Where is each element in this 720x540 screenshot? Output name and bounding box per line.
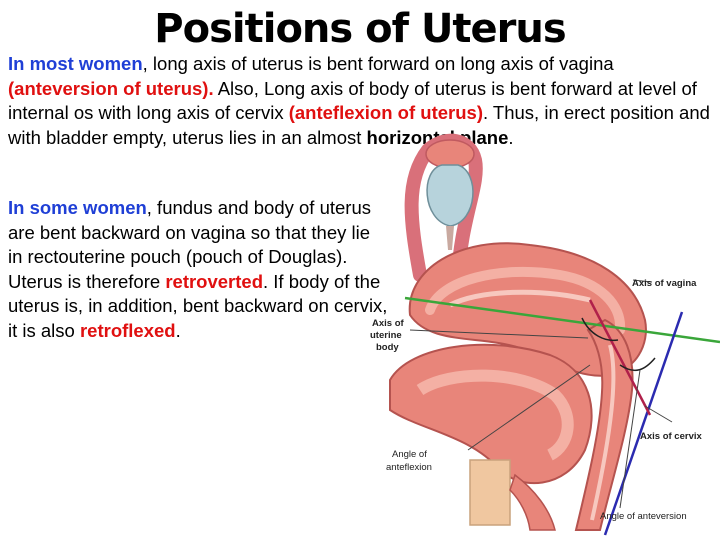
text: Also, Long axis of body of uterus is ben… bbox=[8, 77, 697, 124]
label-axis-of-vagina: Axis of vagina bbox=[632, 278, 697, 289]
term-anteversion: (anteversion of uterus). bbox=[8, 77, 214, 99]
lead-most-women: In most women bbox=[8, 53, 143, 74]
leader-line bbox=[619, 369, 641, 509]
term-retroverted: retroverted bbox=[165, 270, 264, 292]
uterus-position-illustration: Axis of vagina Axis of uterine body Axis… bbox=[370, 133, 720, 536]
cervix-axis-line bbox=[588, 299, 652, 416]
text: . bbox=[175, 319, 181, 341]
lead-some-women: In some women bbox=[8, 197, 147, 218]
ovary bbox=[426, 164, 474, 250]
anteversion-angle-arc bbox=[619, 357, 656, 372]
term-retroflexed: retroflexed bbox=[79, 319, 176, 341]
leader-line bbox=[409, 329, 589, 339]
label-axis-uterine-body-1: Axis of bbox=[372, 318, 405, 329]
slide-title: Positions of Uterus bbox=[154, 6, 566, 52]
anteflexion-angle-arc bbox=[581, 317, 619, 342]
text: , fundus and body of uterus are bent bac… bbox=[8, 197, 371, 292]
text: . Thus, in erect position and with bladd… bbox=[8, 102, 710, 148]
label-angle-of-anteflexion-1: Angle of bbox=[392, 449, 427, 460]
label-angle-of-anteflexion-2: anteflexion bbox=[386, 462, 432, 473]
label-angle-of-anteversion: Angle of anteversion bbox=[600, 511, 687, 522]
vagina-axis-line bbox=[603, 311, 684, 536]
label-axis-uterine-body-3: body bbox=[376, 342, 399, 353]
text: . bbox=[508, 126, 514, 148]
paragraph-some-women: In some women, fundus and body of uterus… bbox=[8, 196, 388, 343]
label-axis-uterine-body-2: uterine bbox=[370, 330, 402, 341]
leader-line bbox=[644, 405, 673, 423]
leader-line bbox=[467, 364, 591, 451]
label-axis-of-cervix: Axis of cervix bbox=[640, 431, 702, 442]
uterus-body bbox=[408, 242, 647, 377]
text: , long axis of uterus is bent forward on… bbox=[142, 53, 614, 74]
term-anteflexion: (anteflexion of uterus) bbox=[288, 102, 483, 123]
base-tissue bbox=[469, 459, 556, 531]
uterine-axis-line bbox=[404, 296, 720, 344]
text: . If body of the uterus is, in addition,… bbox=[8, 270, 388, 341]
leader-line bbox=[632, 279, 653, 283]
